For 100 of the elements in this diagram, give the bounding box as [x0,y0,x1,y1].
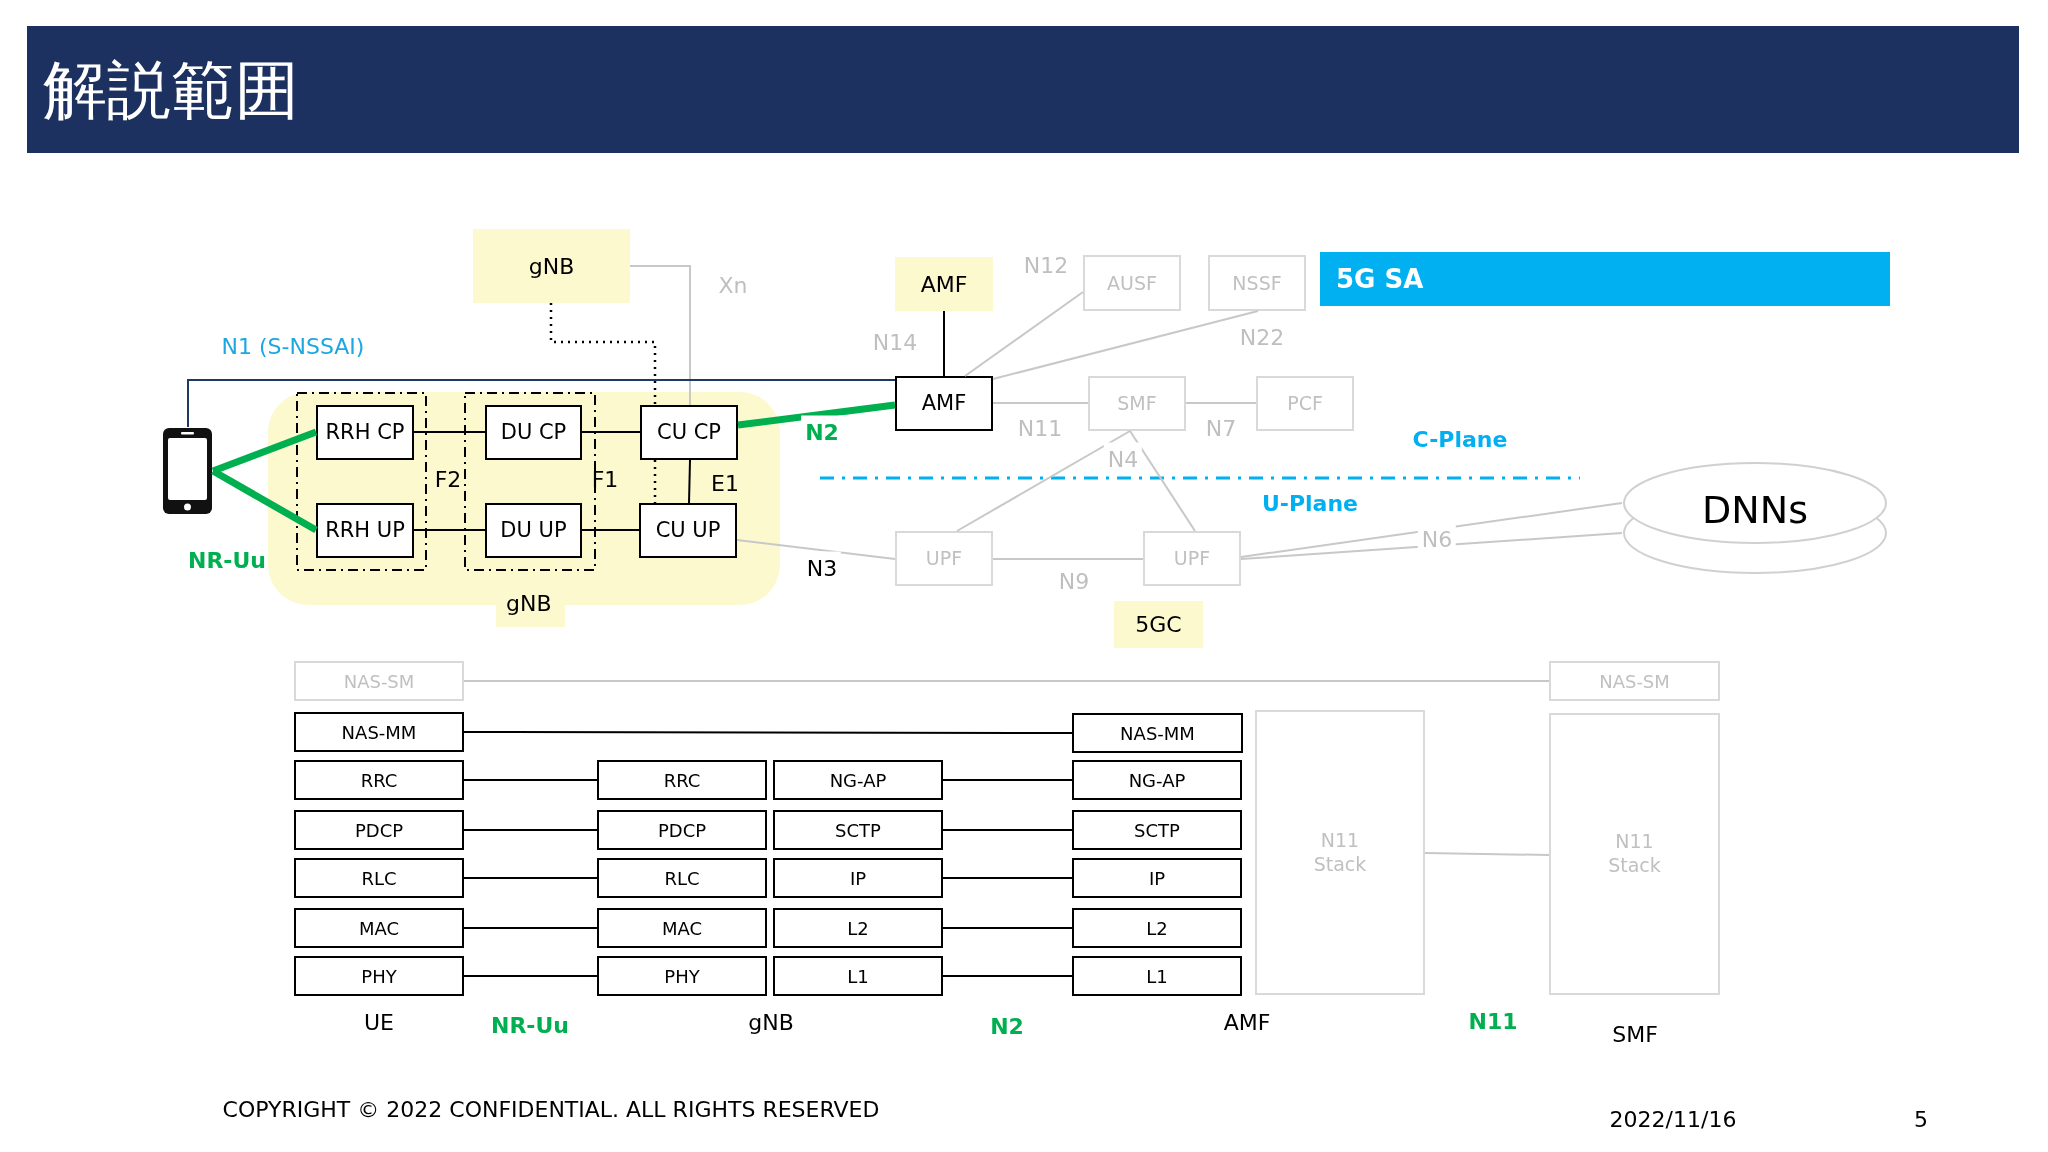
connector-line [688,459,691,504]
inactive-box [1208,255,1306,311]
connector-line [463,877,598,879]
connector-line [463,975,598,977]
box-label: DU CP [500,420,567,445]
highlight-label-box [1114,601,1203,648]
box-label: gNB [528,252,575,281]
text-label: N11 [1468,1007,1518,1036]
protocol-layer-box [773,908,943,948]
protocol-layer-box [597,908,767,948]
text-label: UE [364,1008,394,1037]
connector-line [463,731,1073,734]
box-label: L2 [1146,916,1168,941]
connector-line [187,379,896,428]
connector-line [942,927,1073,929]
text-label: NR-Uu [188,546,266,575]
box-label: AUSF [1107,270,1157,296]
smartphone-icon [162,427,213,515]
protocol-layer-box [1072,713,1243,753]
box-label: NAS-SM [343,669,415,694]
box-label: SMF [1117,391,1157,417]
connector-line [942,779,1073,781]
connector-line [581,431,641,433]
inactive-stack-box [1549,713,1720,995]
box-label: RRC [663,768,701,793]
connector-line [1424,852,1550,856]
protocol-layer-box [597,810,767,850]
protocol-layer-box [597,858,767,898]
protocol-layer-box [773,760,943,800]
box-label: SCTP [1134,818,1180,843]
process-box [640,405,738,460]
box-label: N11 Stack [1607,830,1662,878]
box-label: PCF [1287,391,1323,417]
box-label: SCTP [835,818,881,843]
box-label: L1 [1146,964,1168,989]
box-label: NAS-MM [341,720,417,745]
dash-dot-group-outline [464,392,596,571]
connector-line [992,558,1144,560]
box-label: RLC [664,866,700,891]
footer-text: COPYRIGHT © 2022 CONFIDENTIAL. ALL RIGHTS RESERVED [222,1095,880,1124]
protocol-layer-box [597,760,767,800]
stacked-ellipse [1622,460,1888,575]
page-title: 解説範囲 [43,57,299,122]
connector-line [942,877,1073,879]
box-label: UPF [1173,546,1211,572]
box-label: IP [1148,866,1166,891]
process-box [485,405,582,460]
box-label: PDCP [657,818,707,843]
gnb-area [268,392,780,627]
box-label: NSSF [1232,270,1282,296]
box-label: L2 [847,916,869,941]
protocol-layer-box [1072,760,1242,800]
connector-line [943,310,945,377]
box-label: NAS-SM [1599,669,1670,694]
protocol-layer-box [1072,908,1242,948]
connector-line [942,829,1073,831]
connector-line [942,975,1073,977]
box-label: NG-AP [829,768,887,793]
protocol-layer-box [773,810,943,850]
connector-line [1185,402,1257,404]
protocol-layer-box [773,858,943,898]
connector-line [1240,502,1623,558]
connector-line [463,779,598,781]
box-label: PHY [361,964,397,989]
connector-line [992,402,1089,404]
protocol-layer-box [773,956,943,996]
box-label: MAC [661,916,703,941]
box-label: CU CP [656,420,721,445]
process-box [895,376,993,431]
inactive-layer-box [294,661,464,701]
text-label: U-Plane [1261,489,1359,518]
dash-dot-group-outline [296,392,427,571]
box-label: UPF [925,546,963,572]
connector-line [956,430,1131,532]
box-label: PDCP [354,818,404,843]
box-label: L1 [847,964,869,989]
protocol-layer-box [1072,858,1242,898]
highlight-label-box [895,257,993,311]
text-label: F2 [434,465,462,494]
protocol-layer-box [294,956,464,996]
connector-line [211,428,318,475]
box-label: DNNs [1702,487,1808,534]
box-label: NG-AP [1128,768,1186,793]
protocol-layer-box [294,858,464,898]
inactive-box [1083,255,1181,311]
inactive-box [1256,376,1354,431]
connector-line [1129,430,1196,532]
box-label: RRH UP [325,518,405,543]
footer-text: 2022/11/16 [1609,1105,1737,1134]
box-label: PHY [664,964,700,989]
box-label: CU UP [655,518,721,543]
protocol-layer-box [294,760,464,800]
box-label: AMF [920,270,968,299]
box-label: 5GC [1135,611,1182,639]
protocol-layer-box [1072,810,1242,850]
title-band [1320,252,1890,306]
highlight-label-box [473,229,630,303]
connector-line [1240,532,1623,560]
protocol-layer-box [294,810,464,850]
process-box [485,503,582,558]
